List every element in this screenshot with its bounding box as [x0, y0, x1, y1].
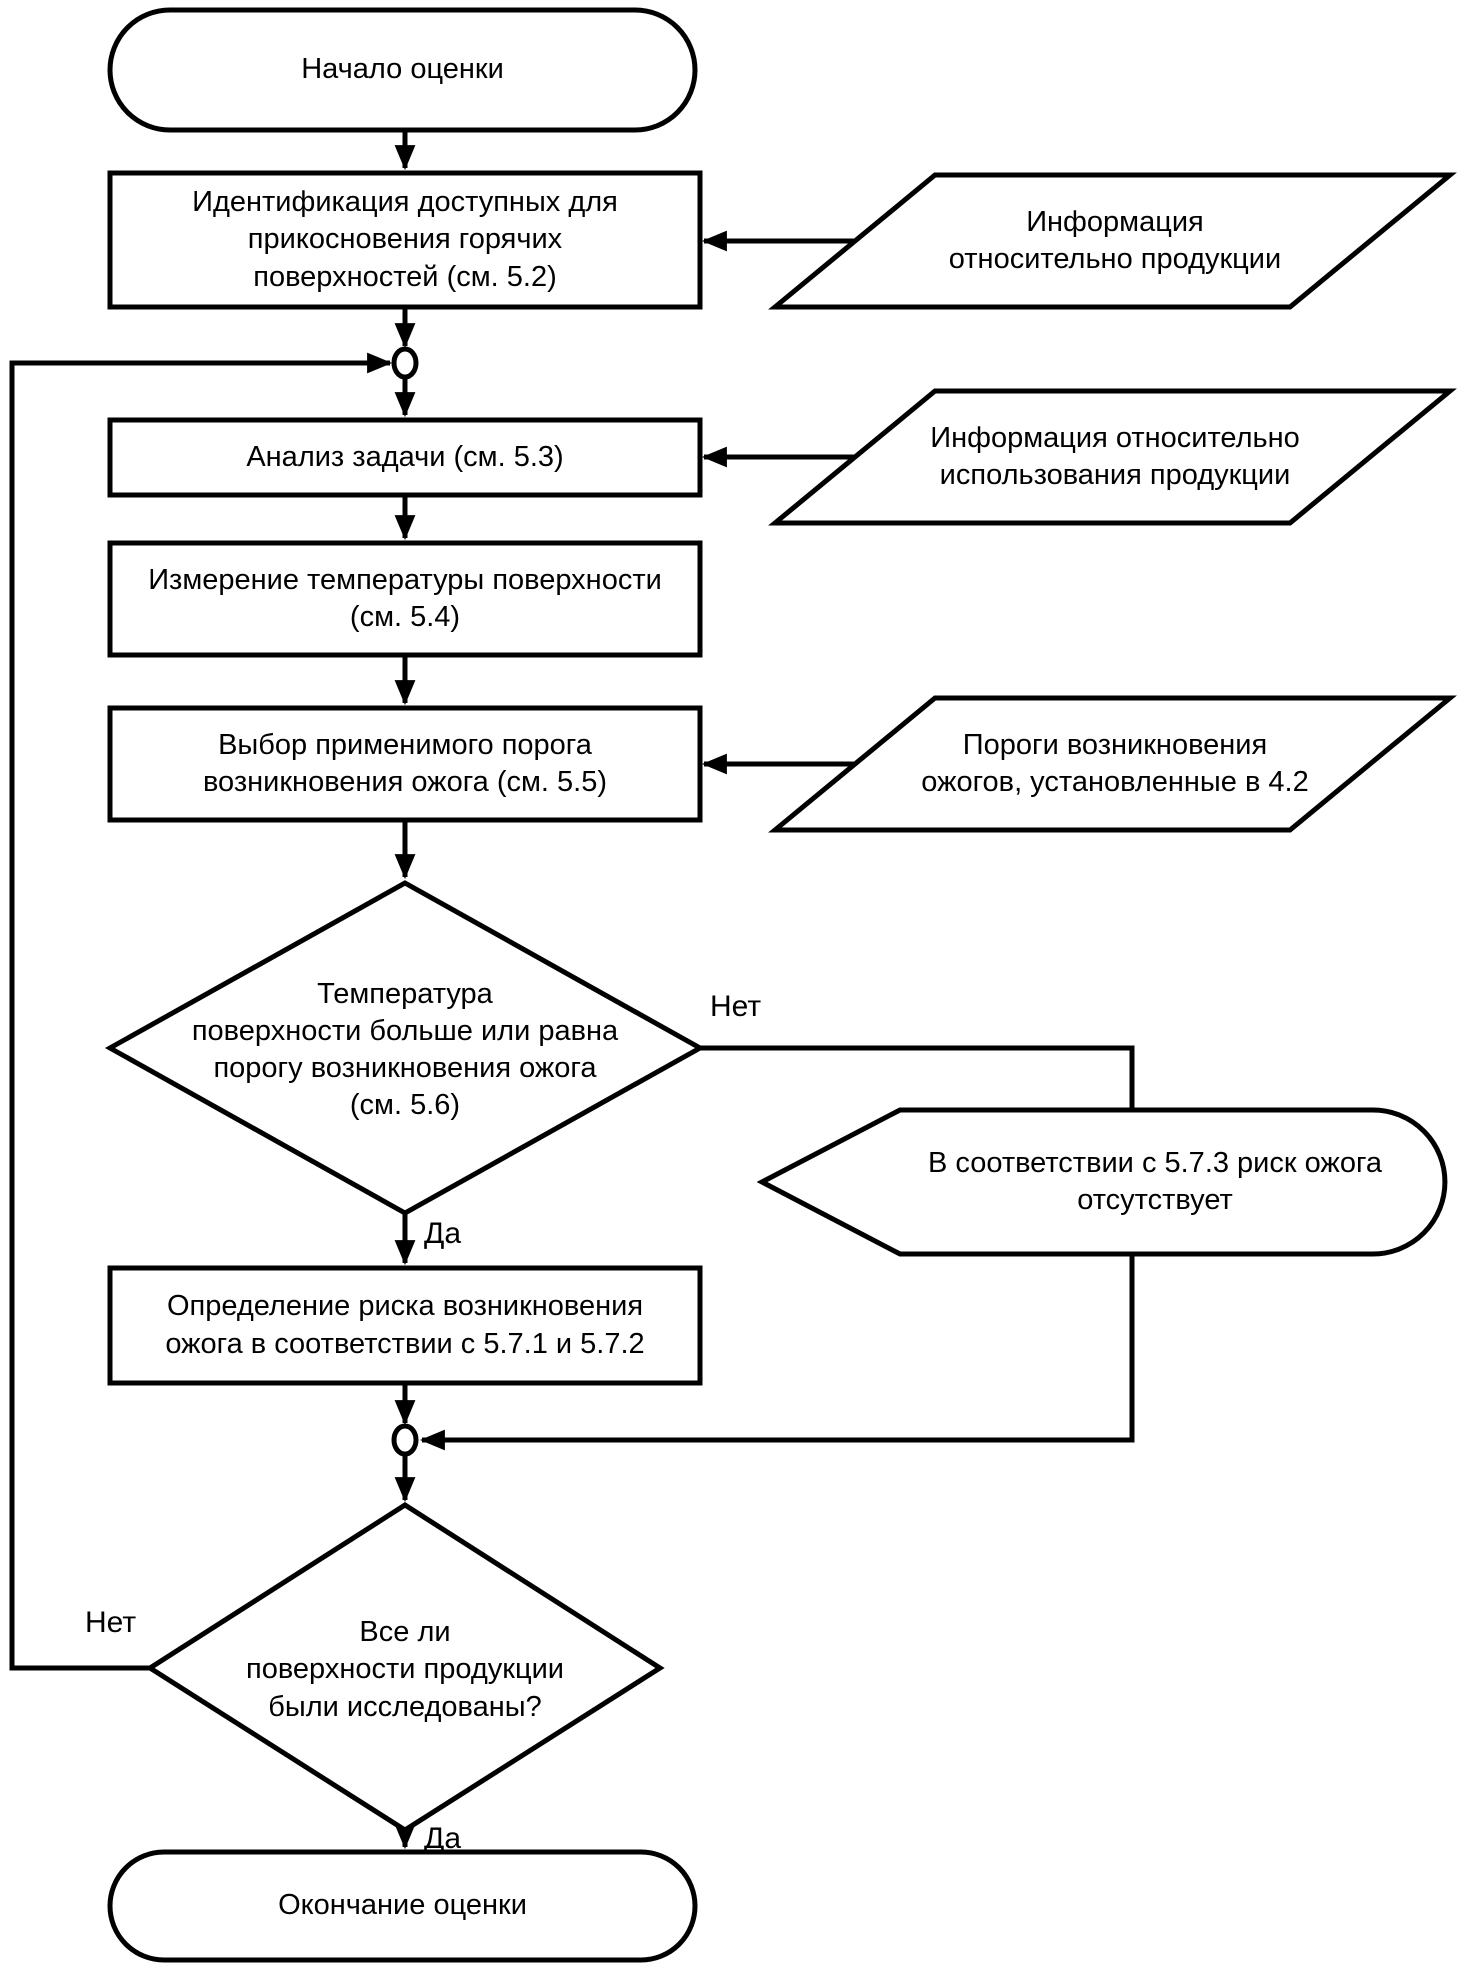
measure-temperature-box — [107, 540, 703, 658]
identify-surfaces-box — [107, 170, 703, 310]
usage-information-parallelogram — [768, 388, 1457, 526]
junction-circle-1 — [391, 346, 419, 380]
select-threshold-box — [107, 705, 703, 823]
usage-information-label: Информация относительно использования пр… — [930, 421, 1300, 491]
burn-thresholds-parallelogram — [768, 695, 1457, 833]
all-surfaces-decision-diamond — [145, 1502, 665, 1833]
product-information-label: Информация относительно продукции — [948, 205, 1282, 275]
no-burn-risk-label: В соответствии с 5.7.3 риск ожога отсутс… — [927, 1146, 1383, 1216]
junction-circle-2 — [391, 1423, 419, 1457]
temperature-decision-diamond — [104, 880, 706, 1216]
flow-arrows — [9, 130, 1135, 1850]
edge-label-temperature-yes: Да — [424, 1217, 462, 1250]
arrow-decision2-no-feedback — [9, 352, 393, 1671]
task-analysis-label: Анализ задачи (см. 5.3) — [246, 440, 564, 473]
temperature-decision-label: Температура поверхности больше или равна… — [191, 977, 619, 1122]
determine-burn-risk-label: Определение риска возникновения ожога в … — [165, 1290, 645, 1360]
start-terminator-shape — [107, 7, 698, 133]
end-terminator-shape — [107, 1849, 698, 1963]
start-terminator-label: Начало оценки — [301, 53, 504, 86]
measure-temperature-label: Измерение температуры поверхности (см. 5… — [148, 563, 662, 633]
determine-burn-risk-box — [107, 1265, 703, 1386]
select-threshold-label: Выбор применимого порога возникновения о… — [202, 728, 608, 798]
end-terminator-label: Окончание оценки — [278, 1889, 527, 1922]
all-surfaces-decision-label: Все ли поверхности продукции были исслед… — [246, 1616, 564, 1723]
product-information-parallelogram — [768, 172, 1457, 310]
no-burn-risk-pointer-shape — [756, 1107, 1448, 1257]
edge-label-surfaces-yes: Да — [424, 1822, 462, 1855]
burn-thresholds-label: Пороги возникновения ожогов, установленн… — [921, 728, 1309, 798]
task-analysis-box — [107, 417, 703, 498]
identify-surfaces-label: Идентификация доступных для прикосновени… — [192, 186, 618, 293]
edge-label-surfaces-no: Нет — [85, 1606, 137, 1639]
edge-label-temperature-no: Нет — [710, 990, 762, 1023]
